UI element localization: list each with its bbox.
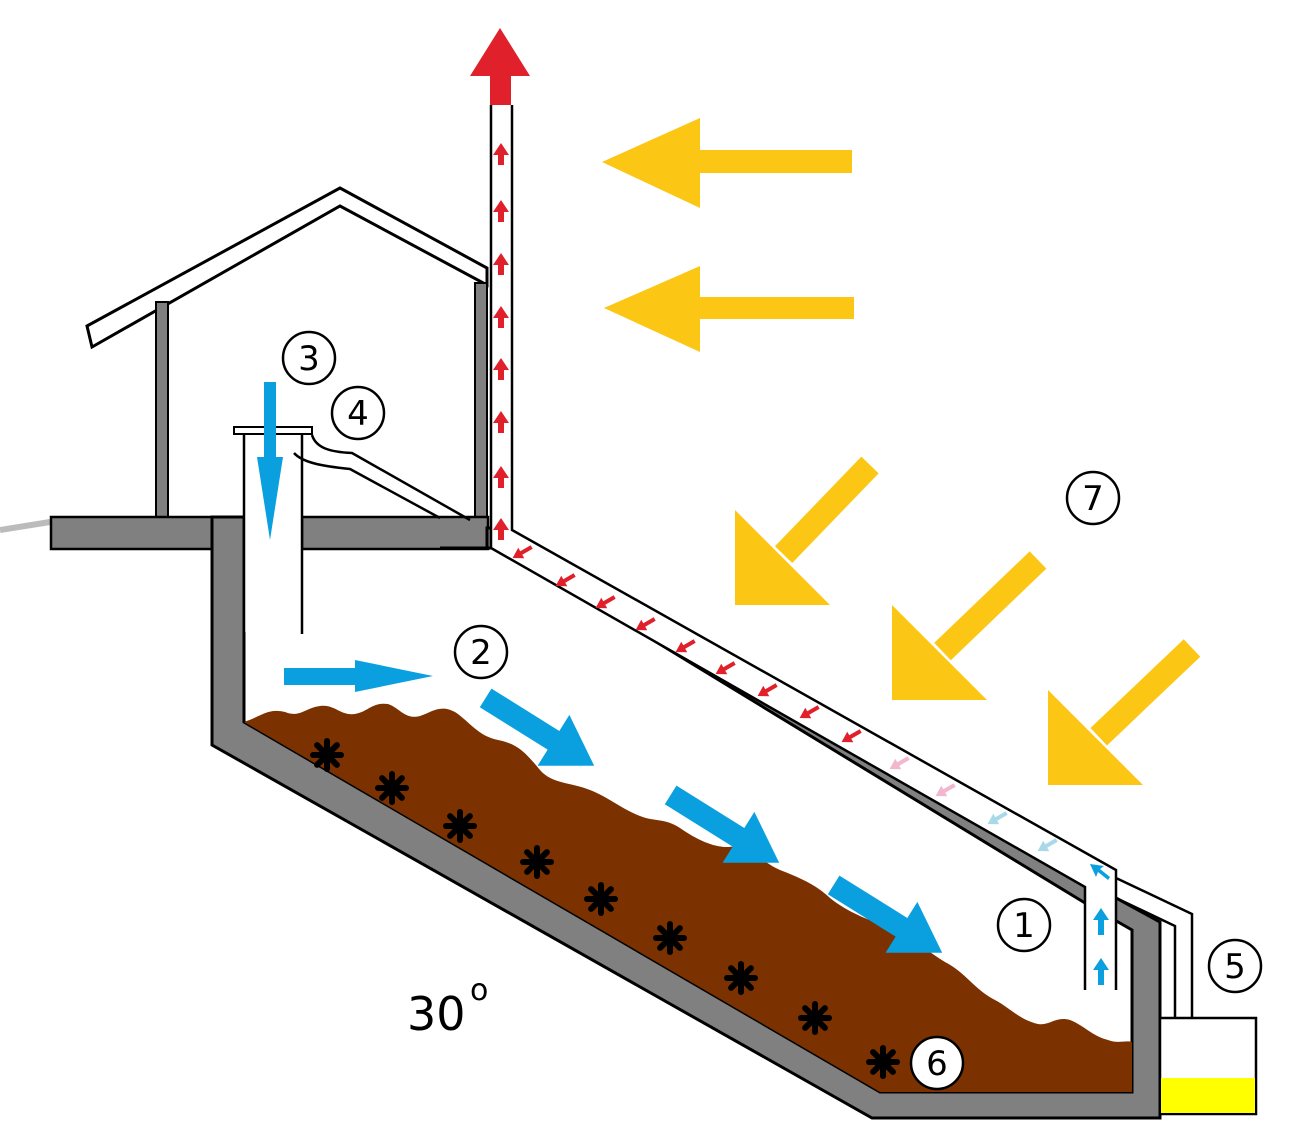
duct-arrow-shape — [512, 545, 533, 559]
air-arrow-diagonal — [479, 688, 595, 766]
collection-tank — [1158, 1016, 1258, 1116]
sun-arrow-diagonal — [735, 456, 879, 605]
sun-arrow-shaft — [934, 551, 1047, 661]
exhaust-arrow-red — [470, 28, 530, 105]
label-4-text: 4 — [347, 394, 369, 434]
air-arrow-diagonal — [664, 785, 780, 863]
angle-label: 30 — [407, 987, 466, 1041]
sun-arrow-shaft — [1090, 639, 1201, 746]
riser-arrow — [1090, 864, 1110, 880]
duct-arrow-shape — [1037, 838, 1058, 852]
duct-arrow — [555, 573, 576, 587]
duct-arrow-shape — [889, 756, 910, 770]
hot-air-arrow — [493, 518, 509, 540]
riser-arrow — [1093, 908, 1109, 935]
hot-air-arrow — [493, 306, 509, 328]
label-5: 5 — [1207, 938, 1263, 994]
duct-arrow-shape — [675, 639, 696, 653]
soil-star — [724, 961, 758, 995]
hot-air-arrow — [493, 200, 509, 222]
label-7-text: 7 — [1082, 479, 1104, 519]
riser-arrow — [1093, 958, 1109, 985]
sun-arrow-diagonal — [892, 551, 1047, 700]
duct-arrow-shape — [757, 683, 778, 697]
house-left-post — [155, 301, 169, 518]
duct-arrow-shape — [715, 661, 736, 675]
label-3-text: 3 — [298, 339, 320, 379]
soil-star — [798, 1001, 832, 1035]
duct-arrow — [799, 705, 820, 719]
label-1-text: 1 — [1013, 906, 1035, 946]
house-floor-right — [300, 515, 490, 551]
sun-arrow-shaft — [774, 456, 879, 563]
hot-air-arrow — [493, 143, 509, 165]
soil-microbes — [310, 738, 900, 1079]
duct-arrow — [675, 639, 696, 653]
duct-arrow — [595, 595, 616, 609]
duct-arrow-shape — [799, 705, 820, 719]
label-6-text: 6 — [926, 1044, 948, 1084]
label-5-text: 5 — [1224, 947, 1246, 987]
duct-arrow-shape — [841, 729, 862, 743]
air-arrow-shape — [827, 875, 943, 953]
exhaust-duct — [489, 105, 1194, 1018]
house-right-wall — [474, 282, 488, 519]
soil-star — [375, 771, 409, 805]
warm-air-arrows-diagonal — [512, 545, 1058, 852]
air-arrow-diagonal — [827, 875, 943, 953]
duct-arrow-shape — [987, 811, 1008, 825]
hot-air-arrow — [493, 253, 509, 275]
label-4: 4 — [330, 385, 386, 441]
air-arrow-shape — [479, 688, 595, 766]
duct-arrow — [889, 756, 910, 770]
sun-arrow-diagonal — [1048, 639, 1201, 785]
label-7: 7 — [1065, 470, 1121, 526]
soil-star — [443, 809, 477, 843]
drain-pipe — [1115, 876, 1194, 1018]
duct-arrow — [512, 545, 533, 559]
sloped-pipe — [293, 434, 471, 522]
soil-star — [866, 1045, 900, 1079]
ground-line — [0, 519, 51, 533]
label-3: 3 — [281, 330, 337, 386]
duct-arrow — [715, 661, 736, 675]
soil-star — [310, 738, 344, 772]
soil-star — [653, 921, 687, 955]
sun-arrows-diagonal — [735, 456, 1201, 785]
air-arrow-right — [284, 660, 433, 692]
duct-arrow-shape — [935, 783, 956, 797]
duct-arrow — [1037, 838, 1058, 852]
soil-star — [584, 882, 618, 916]
air-arrow-shape — [664, 785, 780, 863]
angle-degree-symbol: o — [470, 973, 488, 1008]
hot-air-arrow — [493, 466, 509, 488]
sun-arrow-head — [892, 605, 987, 700]
air-arrow-down — [257, 382, 283, 540]
hot-air-arrow — [493, 358, 509, 380]
duct-arrow-shape — [635, 617, 656, 631]
air-flow-arrows — [479, 688, 943, 953]
duct-arrow — [841, 729, 862, 743]
duct-arrow-shape — [595, 595, 616, 609]
duct-arrow — [757, 683, 778, 697]
sun-arrow-head — [735, 510, 830, 605]
duct-arrow-shape — [555, 573, 576, 587]
soil-star — [520, 845, 554, 879]
label-1: 1 — [996, 897, 1052, 953]
hot-air-arrows-vertical — [493, 143, 509, 540]
sun-arrow-head — [1048, 690, 1143, 785]
label-2-text: 2 — [470, 633, 492, 673]
sun-arrow-left — [602, 118, 852, 208]
sun-arrow-left — [604, 266, 854, 352]
duct-arrow — [935, 783, 956, 797]
label-6: 6 — [909, 1035, 965, 1091]
compost-soil — [244, 703, 1132, 1092]
duct-arrow — [635, 617, 656, 631]
label-2: 2 — [453, 624, 509, 680]
hot-air-arrow — [493, 411, 509, 433]
house-roof — [85, 186, 489, 350]
intake-riser-arrows — [1090, 864, 1110, 985]
duct-arrow — [987, 811, 1008, 825]
tank-liquid — [1161, 1078, 1255, 1113]
